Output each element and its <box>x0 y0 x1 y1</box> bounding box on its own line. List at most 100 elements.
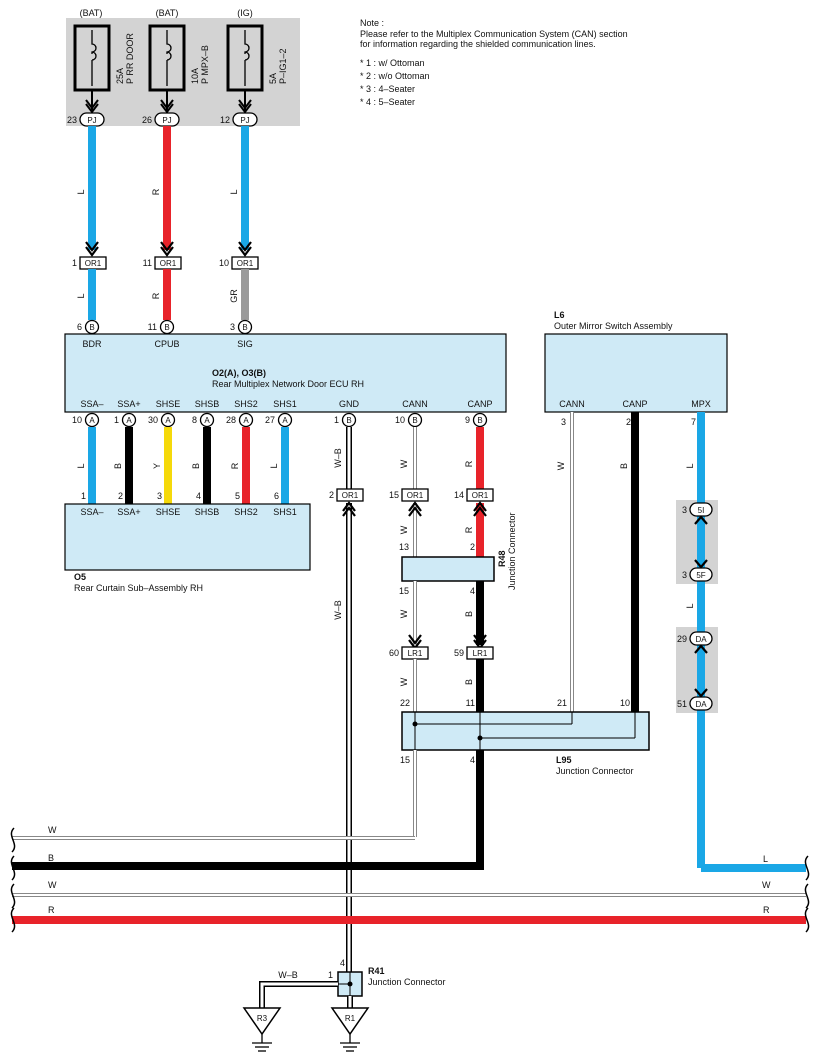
svg-text:B: B <box>464 679 474 685</box>
pin-label: CANP <box>467 399 492 409</box>
connector-or1: OR1 11 <box>143 256 182 270</box>
svg-text:L: L <box>685 603 695 608</box>
svg-text:59: 59 <box>454 648 464 658</box>
pin-label: SHSB <box>195 399 220 409</box>
curtain-name: Rear Curtain Sub–Assembly RH <box>74 583 203 593</box>
svg-text:LR1: LR1 <box>408 649 423 658</box>
svg-text:L: L <box>763 854 768 864</box>
svg-text:OR1: OR1 <box>342 491 359 500</box>
svg-text:B: B <box>242 323 247 332</box>
fuse-name: P–IG1–2 <box>278 48 288 84</box>
svg-text:12: 12 <box>220 115 230 125</box>
ground-r3: R3 <box>242 1007 282 1052</box>
connector-pj: PJ 23 <box>67 112 105 127</box>
svg-text:W: W <box>399 525 409 534</box>
l95-name: Junction Connector <box>556 766 634 776</box>
break-mark-right <box>804 855 810 933</box>
svg-text:23: 23 <box>67 115 77 125</box>
connector-5i: 5I 3 <box>682 502 713 517</box>
pin-number: 1 <box>334 415 339 425</box>
svg-text:22: 22 <box>400 698 410 708</box>
svg-text:MPX: MPX <box>691 399 711 409</box>
svg-text:3: 3 <box>561 417 566 427</box>
svg-text:3: 3 <box>682 505 687 515</box>
l95-box <box>401 711 650 751</box>
pin-connector-letter: B <box>477 416 482 425</box>
pin-label: SHS1 <box>273 399 297 409</box>
svg-text:R: R <box>230 462 240 469</box>
note-line: for information regarding the shielded c… <box>360 39 596 49</box>
curtain-id: O5 <box>74 572 86 582</box>
svg-text:21: 21 <box>557 698 567 708</box>
mirror-switch-box <box>544 333 728 413</box>
curtain-pin-number: 6 <box>274 491 279 501</box>
footnote: * 1 : w/ Ottoman <box>360 58 425 68</box>
connector-pj: PJ 26 <box>142 112 180 127</box>
pin-label: GND <box>339 399 360 409</box>
wire-code: GR <box>229 289 239 303</box>
fuse-source-label: (IG) <box>237 8 253 18</box>
svg-text:R: R <box>464 526 474 533</box>
l95-id: L95 <box>556 755 572 765</box>
svg-text:R3: R3 <box>257 1014 268 1023</box>
svg-text:OR1: OR1 <box>237 259 254 268</box>
ecu-bottom-pins: A10SSA–A1SSA+A30SHSEA8SHSBA28SHS2A27SHS1… <box>72 399 493 428</box>
svg-text:14: 14 <box>454 490 464 500</box>
curtain-pin-number: 5 <box>235 491 240 501</box>
pin-label: SHSE <box>156 399 181 409</box>
svg-text:BDR: BDR <box>82 339 102 349</box>
connector-or1: OR1 1 <box>72 256 107 270</box>
svg-text:R: R <box>48 905 55 915</box>
svg-text:W: W <box>762 880 771 890</box>
pin-number: 9 <box>465 415 470 425</box>
svg-text:PJ: PJ <box>162 116 171 125</box>
pin-number: 27 <box>265 415 275 425</box>
pin-label: SSA– <box>80 399 103 409</box>
svg-text:OR1: OR1 <box>407 491 424 500</box>
curtain-pin-number: 1 <box>81 491 86 501</box>
svg-text:W: W <box>48 880 57 890</box>
footnote: * 2 : w/o Ottoman <box>360 71 430 81</box>
svg-text:B: B <box>48 853 54 863</box>
pin-connector-letter: B <box>412 416 417 425</box>
r41-name: Junction Connector <box>368 977 446 987</box>
svg-text:SIG: SIG <box>237 339 253 349</box>
svg-text:W–B: W–B <box>333 448 343 468</box>
ecu-top-pin: B 3 SIG <box>230 319 253 349</box>
svg-text:CPUB: CPUB <box>154 339 179 349</box>
svg-text:L: L <box>76 463 86 468</box>
connector-or1: OR1 10 <box>219 256 259 270</box>
svg-text:7: 7 <box>691 417 696 427</box>
svg-text:4: 4 <box>470 586 475 596</box>
fuse-name: P MPX–B <box>200 45 210 84</box>
svg-text:6: 6 <box>77 322 82 332</box>
wire-code: L <box>76 189 86 194</box>
pin-number: 28 <box>226 415 236 425</box>
connector-or1: OR1 2 <box>329 488 364 502</box>
mirror-name: Outer Mirror Switch Assembly <box>554 321 673 331</box>
svg-text:10: 10 <box>620 698 630 708</box>
ecu-id: O2(A), O3(B) <box>212 368 266 378</box>
svg-text:L: L <box>685 463 695 468</box>
fuse-source-label: (BAT) <box>80 8 103 18</box>
curtain-pin-label: SHS1 <box>273 507 297 517</box>
svg-text:15: 15 <box>400 755 410 765</box>
svg-text:B: B <box>89 323 94 332</box>
svg-text:OR1: OR1 <box>85 259 102 268</box>
curtain-pin-label: SSA+ <box>117 507 140 517</box>
connector-or1: OR1 15 <box>389 488 429 502</box>
svg-text:CANP: CANP <box>622 399 647 409</box>
svg-text:PJ: PJ <box>240 116 249 125</box>
svg-text:PJ: PJ <box>87 116 96 125</box>
svg-text:5I: 5I <box>698 506 705 515</box>
curtain-pin-label: SHSB <box>195 507 220 517</box>
fuse-source-label: (BAT) <box>156 8 179 18</box>
svg-text:R: R <box>763 905 770 915</box>
pin-number: 10 <box>72 415 82 425</box>
svg-text:2: 2 <box>626 417 631 427</box>
svg-text:CANN: CANN <box>559 399 585 409</box>
svg-text:4: 4 <box>470 755 475 765</box>
